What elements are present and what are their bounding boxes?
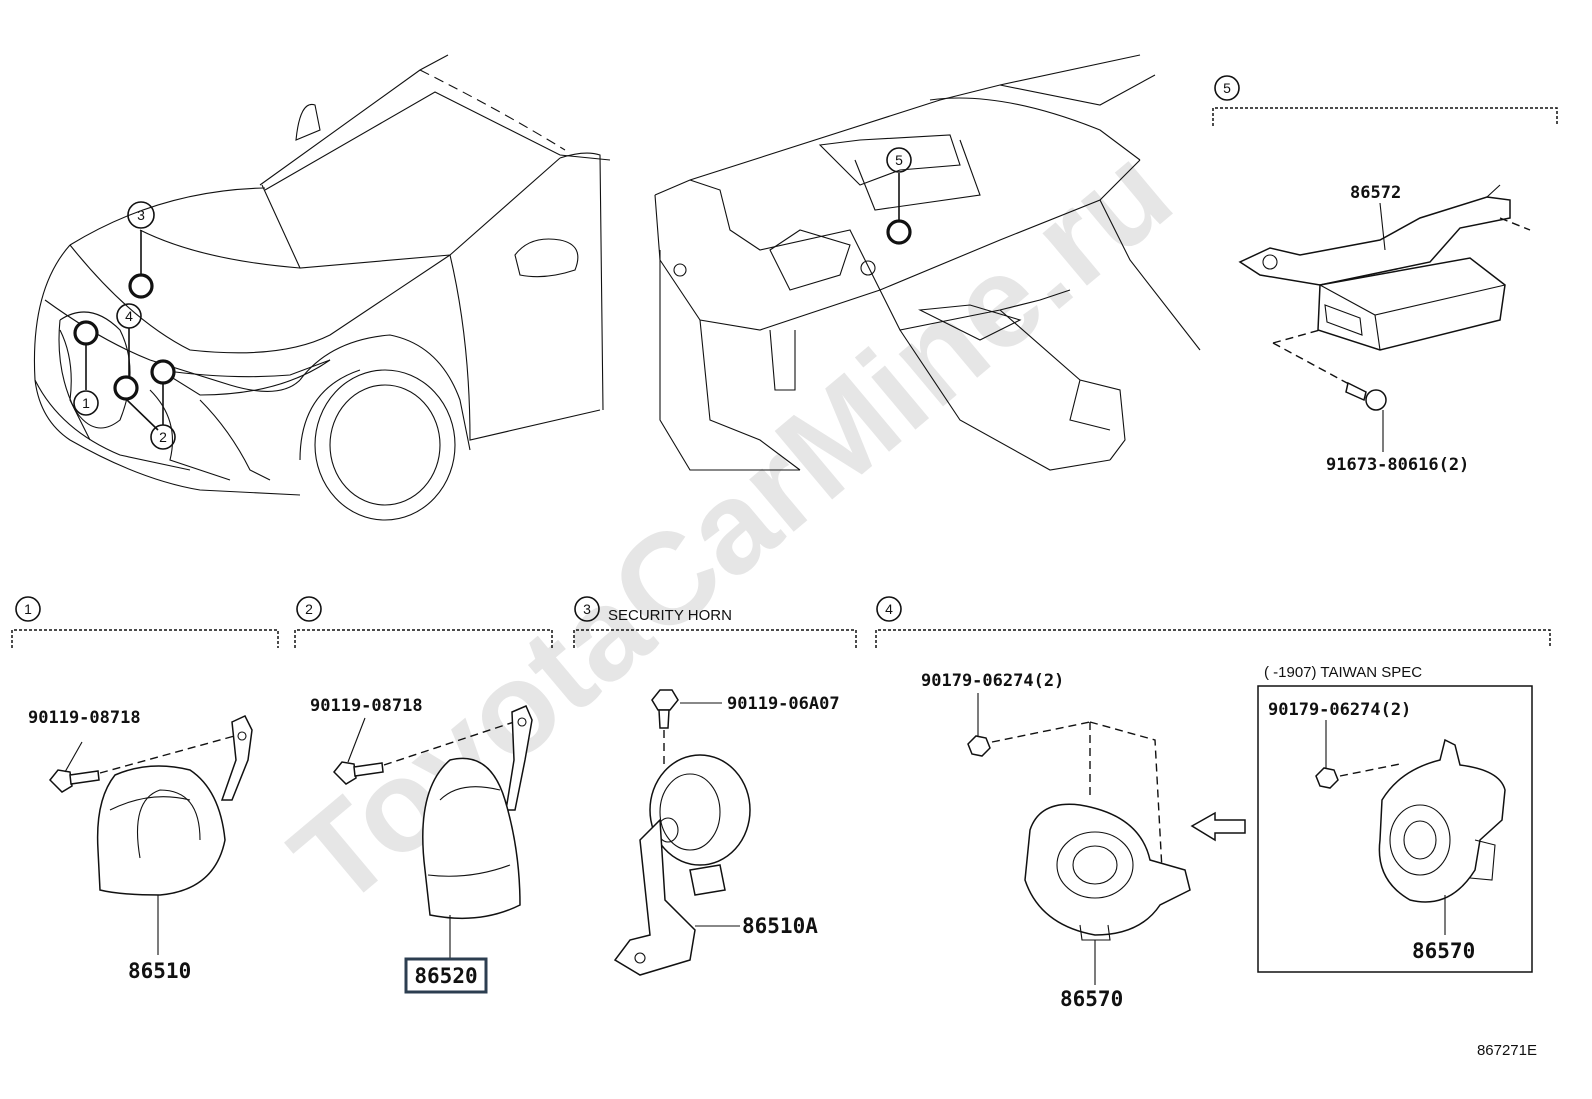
location-3-ring [128, 273, 154, 299]
part-86570-inset-label: 86570 [1412, 939, 1475, 963]
svg-text:5: 5 [895, 152, 903, 168]
part-90179-06274-inset-label: 90179-06274(2) [1268, 700, 1411, 720]
section-5: 5 [1212, 75, 1558, 452]
svg-text:1: 1 [82, 395, 90, 411]
svg-text:4: 4 [125, 308, 133, 324]
location-2-ring [150, 359, 176, 385]
location-5-ring [886, 219, 912, 245]
section-4: 4 [875, 596, 1551, 985]
section-5-marker [1214, 75, 1240, 101]
part-90179-06274-label: 90179-06274(2) [921, 671, 1064, 691]
diagram-code: 867271E [1477, 1042, 1537, 1059]
taiwan-spec-title: ( -1907) TAIWAN SPEC [1264, 664, 1422, 681]
callout-3-marker [127, 201, 155, 229]
location-4-ring [113, 375, 139, 401]
section-2-marker [296, 596, 322, 622]
part-90119-06A07-label: 90119-06A07 [727, 694, 840, 714]
vehicle-callouts: 3 4 1 2 [73, 201, 176, 450]
section-3-marker [574, 596, 600, 622]
svg-text:3: 3 [583, 601, 591, 617]
section-1-marker [15, 596, 41, 622]
location-1-ring [73, 320, 99, 346]
svg-text:3: 3 [137, 207, 145, 223]
vehicle-front-illustration [33, 54, 611, 521]
part-86520-label[interactable]: 86520 [414, 964, 477, 988]
section-2: 2 [294, 596, 553, 960]
section-1: 1 [11, 596, 279, 955]
part-86570-label: 86570 [1060, 987, 1123, 1011]
svg-text:5: 5 [1223, 80, 1231, 96]
part-86510A-label: 86510A [742, 914, 818, 938]
highlighted-part-box [404, 957, 488, 994]
part-86572-label: 86572 [1350, 183, 1401, 203]
svg-text:2: 2 [305, 601, 313, 617]
section-3: 3 [573, 596, 857, 976]
svg-text:1: 1 [24, 601, 32, 617]
part-86510-label: 86510 [128, 959, 191, 983]
part-90119-08718-label-1: 90119-08718 [28, 708, 141, 728]
section-4-marker [876, 596, 902, 622]
part-90119-08718-label-2: 90119-08718 [310, 696, 423, 716]
dashboard-illustration [654, 54, 1201, 471]
svg-text:4: 4 [885, 601, 893, 617]
svg-text:2: 2 [159, 429, 167, 445]
part-91673-80616-label: 91673-80616(2) [1326, 455, 1469, 475]
taiwan-spec-inset [1257, 685, 1533, 973]
section-3-title: SECURITY HORN [608, 607, 732, 624]
